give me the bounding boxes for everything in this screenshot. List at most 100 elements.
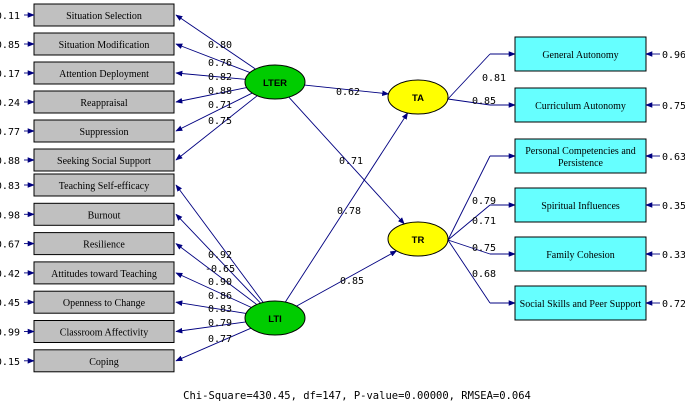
error-variance-value: 0.11	[0, 11, 20, 22]
error-variance-value: 0.15	[0, 357, 20, 368]
structural-path-lti-tr	[296, 250, 398, 307]
loading-arrow-segment	[447, 98, 491, 106]
error-variance-value: 0.63	[662, 152, 685, 163]
error-variance-value: 0.35	[662, 201, 685, 212]
loading-arrow-segment	[447, 53, 491, 100]
latent-variables: LTER LTI TA TR	[244, 64, 449, 336]
indicator-box-tr	[514, 187, 647, 223]
loading-value: 0.81	[482, 73, 506, 84]
lti-latent-ellipse	[244, 300, 306, 336]
loading-arrow	[175, 243, 257, 305]
structural-path-lti-ta	[284, 112, 409, 303]
tr-latent-ellipse	[387, 221, 449, 257]
error-variances: 0.110.850.170.240.770.880.830.980.670.42…	[0, 11, 685, 368]
structural-coefficient: 0.78	[337, 206, 361, 217]
indicator-box-ta	[514, 87, 647, 123]
error-variance-value: 0.17	[0, 69, 20, 80]
indicator-label: General Autonomy	[542, 50, 618, 61]
tr-latent-label: TR	[412, 235, 425, 246]
error-variance-value: 0.42	[0, 269, 20, 280]
loading-value: 0.92	[208, 250, 232, 261]
fit-statistics: Chi-Square=430.45, df=147, P-value=0.000…	[183, 390, 531, 402]
loading-value: 0.79	[472, 196, 496, 207]
loading-arrow-segment	[447, 204, 491, 241]
structural-paths	[284, 84, 409, 307]
indicator-label: Seeking Social Support	[57, 156, 151, 167]
structural-path-lter-tr	[288, 96, 405, 225]
loading-arrow	[175, 70, 246, 80]
indicator-label: Spiritual Influences	[541, 201, 620, 212]
loading-value: 0.68	[472, 269, 496, 280]
error-variance-value: 0.67	[0, 240, 20, 251]
loading-value: 0.86	[208, 291, 232, 302]
indicator-label: Teaching Self-efficacy	[59, 181, 149, 192]
structural-coefficient: 0.71	[339, 156, 363, 167]
structural-coefficient: 0.85	[340, 276, 364, 287]
lti-latent-label: LTI	[268, 314, 282, 325]
ta-latent-label: TA	[412, 93, 424, 104]
loading-arrow	[175, 92, 253, 132]
indicator-label: Social Skills and Peer Support	[520, 299, 642, 310]
error-variance-value: 0.75	[662, 101, 685, 112]
loading-arrow	[175, 213, 261, 304]
indicator-box-tr	[514, 138, 647, 174]
loading-value: 0.88	[208, 86, 232, 97]
indicator-box-tr	[514, 285, 647, 321]
indicator-label: Personal Competencies and	[525, 146, 636, 157]
error-variance-value: 0.99	[0, 328, 20, 339]
error-variance-value: 0.77	[0, 127, 20, 138]
indicator-label: Attitudes toward Teaching	[51, 269, 157, 280]
coefficient-labels: 0.80 0.76 0.82 0.88 0.71 0.75 0.92 -0.65 0.90 0.8…	[205, 40, 506, 345]
loading-value: 0.90	[208, 277, 232, 288]
loading-arrow	[175, 14, 256, 70]
loading-value: 0.75	[472, 243, 496, 254]
error-variance-value: 0.33	[662, 250, 685, 261]
loading-arrow-segment	[447, 155, 491, 241]
indicator-label: Attention Deployment	[59, 69, 149, 80]
loading-arrow	[175, 321, 246, 334]
loading-arrow-segment	[447, 239, 491, 304]
lter-latent-label: LTER	[263, 78, 287, 89]
indicator-label: Family Cohesion	[546, 250, 615, 261]
indicator-box-ta	[514, 36, 647, 72]
loading-value: -0.65	[205, 264, 235, 275]
loading-arrow	[175, 327, 252, 362]
loading-arrow	[175, 300, 247, 314]
error-variance-value: 0.24	[0, 98, 20, 109]
loading-value: 0.76	[208, 58, 232, 69]
structural-path-lter-ta	[304, 84, 390, 97]
loading-value: 0.80	[208, 40, 232, 51]
indicator-label: Resilience	[83, 240, 125, 251]
lter-latent-ellipse	[244, 64, 306, 100]
error-variance-value: 0.85	[0, 40, 20, 51]
indicator-label: Openness to Change	[63, 298, 146, 309]
indicator-label: Situation Selection	[66, 11, 142, 22]
loading-value: 0.82	[208, 72, 232, 83]
loading-value: 0.71	[208, 100, 232, 111]
error-variance-value: 0.98	[0, 210, 20, 221]
indicator-label: Suppression	[80, 127, 129, 138]
loading-value: 0.85	[472, 96, 496, 107]
indicator-label: Persistence	[558, 158, 604, 169]
error-variance-value: 0.45	[0, 298, 20, 309]
ta-latent-ellipse	[387, 79, 449, 115]
loading-arrow	[175, 87, 247, 104]
loading-value: 0.79	[208, 318, 232, 329]
indicator-label: Situation Modification	[59, 40, 150, 51]
error-variance-value: 0.72	[662, 299, 685, 310]
indicator-label: Classroom Affectivity	[60, 328, 148, 339]
loading-arrow	[175, 272, 252, 308]
loading-value: 0.71	[472, 216, 496, 227]
loading-arrow	[175, 43, 251, 74]
error-variance-value: 0.96	[662, 50, 685, 61]
ta-tr-loading-paths	[447, 51, 516, 306]
indicator-label: Burnout	[88, 210, 121, 221]
loading-arrow	[175, 184, 264, 303]
indicator-label: Coping	[89, 357, 118, 368]
loading-arrow-segment	[447, 239, 491, 255]
loading-arrow	[175, 95, 258, 161]
structural-coefficient: 0.62	[336, 87, 360, 98]
error-variance-value: 0.88	[0, 156, 20, 167]
